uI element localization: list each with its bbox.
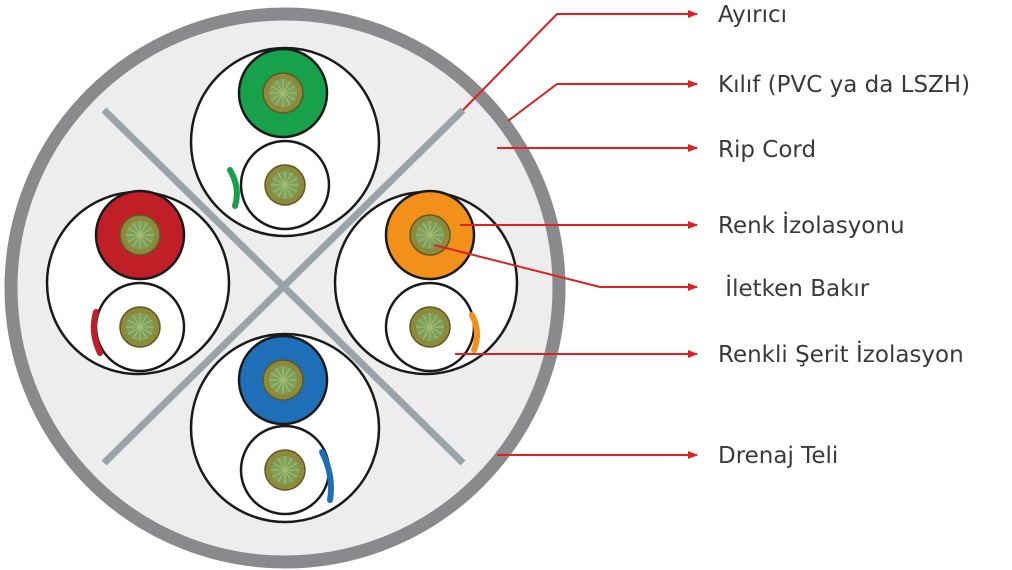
label-separator: Ayırıcı: [718, 2, 787, 28]
label-copper: İletken Bakır: [718, 274, 870, 302]
label-rip-cord: Rip Cord: [718, 137, 816, 163]
pair-orange: [333, 189, 519, 376]
pair-brown-stripe: [90, 309, 103, 356]
leader-separator: [462, 10, 698, 111]
pair-blue: [189, 332, 381, 524]
leader-lines: [433, 10, 698, 459]
pair-green-stripe: [227, 167, 240, 209]
separator-cross: [101, 107, 466, 466]
leader-jacket: [507, 80, 698, 122]
label-jacket: Kılıf (PVC ya da LSZH): [718, 72, 970, 98]
labels: Ayırıcı Kılıf (PVC ya da LSZH) Rip Cord …: [718, 2, 970, 469]
pair-blue-stripe: [319, 449, 334, 503]
label-color-insulation: Renk İzolasyonu: [718, 211, 905, 239]
twisted-pairs: [45, 46, 519, 524]
label-stripe-insulation: Renkli Şerit İzolasyon: [718, 340, 964, 368]
label-drain-wire: Drenaj Teli: [718, 443, 838, 469]
leader-copper: [433, 244, 698, 291]
pair-green: [189, 46, 381, 238]
pair-brown: [45, 189, 231, 376]
pair-orange-stripe: [469, 312, 480, 353]
